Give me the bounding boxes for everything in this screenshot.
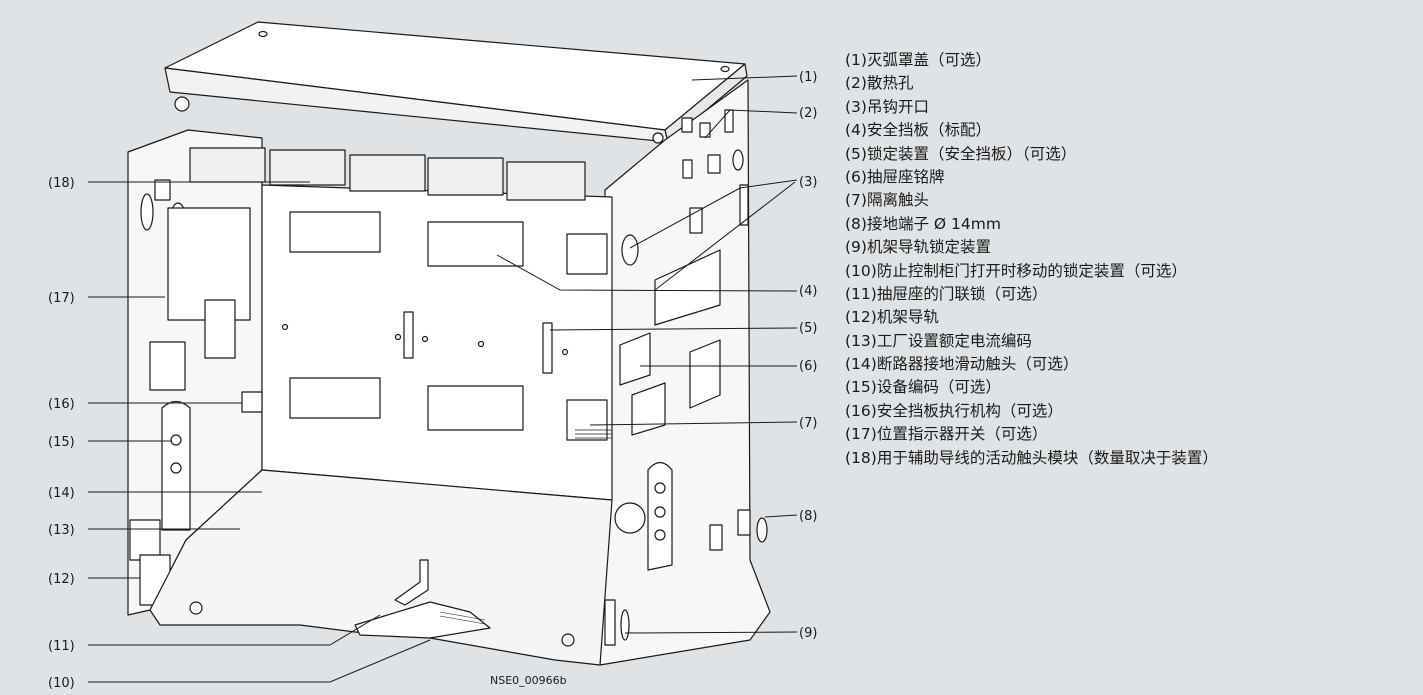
legend-text: 安全挡板（标配） bbox=[866, 121, 991, 140]
legend-text: 安全挡板执行机构（可选） bbox=[876, 401, 1063, 420]
legend-item: (6)抽屉座铭牌 bbox=[845, 166, 1218, 189]
callout-9: (9) bbox=[799, 626, 817, 641]
legend-item: (15)设备编码（可选） bbox=[845, 376, 1218, 399]
callout-13: (13) bbox=[48, 523, 75, 538]
legend-number: (4) bbox=[845, 121, 867, 140]
legend-text: 工厂设置额定电流编码 bbox=[876, 331, 1032, 350]
legend-item: (14)断路器接地滑动触头（可选） bbox=[845, 353, 1218, 376]
legend-item: (17)位置指示器开关（可选） bbox=[845, 423, 1218, 446]
callout-15: (15) bbox=[48, 435, 75, 450]
legend-item: (13)工厂设置额定电流编码 bbox=[845, 330, 1218, 353]
legend-text: 散热孔 bbox=[866, 74, 914, 93]
callout-3: (3) bbox=[799, 175, 817, 190]
legend-item: (4)安全挡板（标配） bbox=[845, 119, 1218, 142]
legend-text: 机架导轨 bbox=[876, 308, 939, 327]
drawing-code: NSE0_00966b bbox=[490, 674, 567, 687]
legend-number: (18) bbox=[845, 448, 877, 467]
legend-number: (11) bbox=[845, 284, 877, 303]
legend-text: 抽屉座铭牌 bbox=[866, 167, 945, 186]
callout-14: (14) bbox=[48, 486, 75, 501]
legend-item: (5)锁定装置（安全挡板）（可选） bbox=[845, 143, 1218, 166]
legend-number: (13) bbox=[845, 331, 877, 350]
legend-text: 用于辅助导线的活动触头模块（数量取决于装置） bbox=[876, 448, 1218, 467]
legend-text: 机架导轨锁定装置 bbox=[866, 238, 991, 257]
callout-16: (16) bbox=[48, 397, 75, 412]
legend-text: 抽屉座的门联锁（可选） bbox=[876, 284, 1048, 303]
callout-1: (1) bbox=[799, 70, 817, 85]
legend-list: (1)灭弧罩盖（可选） (2)散热孔 (3)吊钩开口 (4)安全挡板（标配） (… bbox=[845, 49, 1218, 470]
callout-2: (2) bbox=[799, 106, 817, 121]
legend-number: (6) bbox=[845, 167, 867, 186]
legend-item: (1)灭弧罩盖（可选） bbox=[845, 49, 1218, 72]
legend-item: (8)接地端子 Ø 14mm bbox=[845, 213, 1218, 236]
legend-number: (2) bbox=[845, 74, 867, 93]
legend-item: (18)用于辅助导线的活动触头模块（数量取决于装置） bbox=[845, 447, 1218, 470]
legend-number: (7) bbox=[845, 191, 867, 210]
legend-number: (1) bbox=[845, 51, 867, 69]
callout-6: (6) bbox=[799, 359, 817, 374]
callout-18: (18) bbox=[48, 176, 75, 191]
legend-text: 位置指示器开关（可选） bbox=[876, 425, 1048, 444]
legend-number: (5) bbox=[845, 144, 867, 163]
legend-number: (8) bbox=[845, 214, 867, 233]
callout-4: (4) bbox=[799, 284, 817, 299]
legend-item: (9)机架导轨锁定装置 bbox=[845, 236, 1218, 259]
legend-number: (12) bbox=[845, 308, 877, 327]
legend-text: 接地端子 Ø 14mm bbox=[866, 214, 1001, 233]
callout-8: (8) bbox=[799, 509, 817, 524]
legend-number: (15) bbox=[845, 378, 877, 397]
legend-text: 断路器接地滑动触头（可选） bbox=[876, 355, 1079, 374]
legend-text: 防止控制柜门打开时移动的锁定装置（可选） bbox=[876, 261, 1187, 280]
callout-12: (12) bbox=[48, 572, 75, 587]
legend-text: 锁定装置（安全挡板）（可选） bbox=[866, 144, 1077, 163]
callout-7: (7) bbox=[799, 416, 817, 431]
legend-text: 灭弧罩盖（可选） bbox=[866, 51, 991, 69]
cradle-illustration bbox=[127, 21, 771, 666]
legend-text: 隔离触头 bbox=[866, 191, 929, 210]
legend-number: (3) bbox=[845, 97, 867, 116]
legend-item: (12)机架导轨 bbox=[845, 306, 1218, 329]
legend-number: (9) bbox=[845, 238, 867, 257]
leader-lines bbox=[88, 75, 798, 683]
legend-number: (16) bbox=[845, 401, 877, 420]
callout-5: (5) bbox=[799, 321, 817, 336]
legend-text: 吊钩开口 bbox=[866, 97, 929, 116]
legend-item: (16)安全挡板执行机构（可选） bbox=[845, 400, 1218, 423]
legend-item: (10)防止控制柜门打开时移动的锁定装置（可选） bbox=[845, 260, 1218, 283]
legend-number: (14) bbox=[845, 355, 877, 374]
legend-item: (11)抽屉座的门联锁（可选） bbox=[845, 283, 1218, 306]
legend-item: (7)隔离触头 bbox=[845, 189, 1218, 212]
callout-11: (11) bbox=[48, 639, 75, 654]
callout-labels: (1) (2) (3) (4) (5) (6) (7) (8) (9) (10)… bbox=[48, 70, 817, 691]
legend-item: (3)吊钩开口 bbox=[845, 96, 1218, 119]
callout-17: (17) bbox=[48, 291, 75, 306]
callout-10: (10) bbox=[48, 676, 75, 691]
legend-text: 设备编码（可选） bbox=[876, 378, 1001, 397]
legend-number: (17) bbox=[845, 425, 877, 444]
legend-item: (2)散热孔 bbox=[845, 72, 1218, 95]
legend-number: (10) bbox=[845, 261, 877, 280]
